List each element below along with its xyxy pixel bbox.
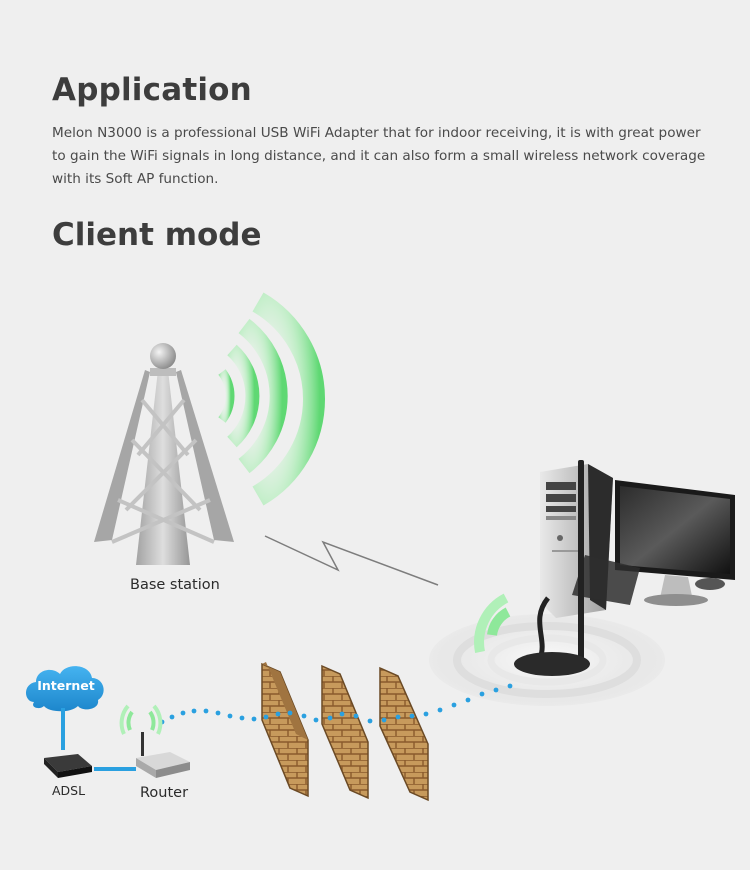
usb-adapter-icon [474, 460, 590, 676]
wifi-wave-icon [218, 292, 325, 506]
adsl-label: ADSL [52, 783, 86, 798]
application-description: Melon N3000 is a professional USB WiFi A… [52, 125, 706, 187]
base-station-label: Base station [130, 577, 220, 593]
diagram-svg [26, 292, 735, 802]
signal-line [264, 535, 439, 586]
router-icon [119, 704, 190, 778]
monitor-icon [572, 480, 735, 606]
router-label: Router [140, 785, 189, 801]
client-mode-diagram: Base station Internet ADSL Router [0, 280, 750, 866]
wifi-signal-dots [159, 683, 513, 725]
firewall-icon [261, 662, 429, 802]
application-heading: Application [52, 72, 252, 108]
client-mode-heading: Client mode [52, 217, 262, 253]
internet-label: Internet [37, 678, 95, 693]
modem-icon [44, 754, 92, 778]
tower-icon [94, 343, 234, 565]
cloud-icon [26, 666, 104, 712]
